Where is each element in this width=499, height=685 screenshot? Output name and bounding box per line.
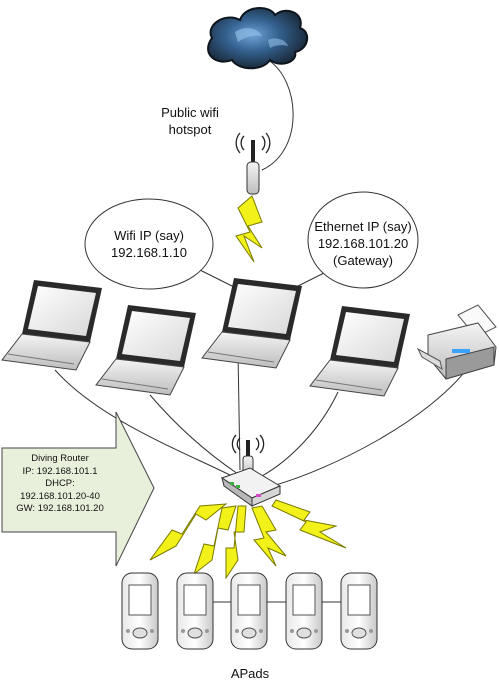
wire-laptop4-to-router xyxy=(261,391,339,477)
pda-icon xyxy=(121,572,159,650)
router-callout-line4: 192.168.101.20-40 xyxy=(20,490,100,502)
apads-label: APads xyxy=(230,666,270,681)
wire-laptop2-to-router xyxy=(149,394,239,475)
router-icon xyxy=(220,434,282,507)
wifi-ip-label: Wifi IP (say) 192.168.1.10 xyxy=(90,227,208,261)
pda-icon xyxy=(340,572,378,650)
ethernet-ip-bubble xyxy=(307,191,419,289)
network-wires xyxy=(54,59,471,603)
router-callout-line1: Diving Router xyxy=(31,453,89,464)
router-callout-box xyxy=(1,411,155,567)
pda-icon xyxy=(176,572,214,650)
router-callout-line3: DHCP: xyxy=(45,478,75,489)
wire-printer-to-router xyxy=(271,364,471,487)
ethernet-ip-line2: 192.168.101.20 xyxy=(317,236,409,251)
ethernet-ip-line3: (Gateway) xyxy=(333,253,393,268)
wifi-ip-line2: 192.168.1.10 xyxy=(111,245,187,260)
lightning-pda-3-icon xyxy=(225,505,247,580)
wire-cloud-to-hotspot xyxy=(261,59,294,171)
wire-laptop3-to-router xyxy=(237,351,241,471)
lightning-hotspot-icon xyxy=(235,195,263,263)
router-callout-line5: GW: 192.168.101.20 xyxy=(16,503,104,514)
wire-laptop1-to-router xyxy=(54,369,237,479)
lightning-pda-5-icon xyxy=(271,499,347,549)
access-point-icon xyxy=(235,132,271,195)
laptop-icon xyxy=(309,306,410,397)
lightning-pda-1-icon xyxy=(149,503,228,561)
hotspot-label: Public wifi hotspot xyxy=(161,105,219,137)
printer-icon xyxy=(416,304,497,380)
lightning-group xyxy=(149,499,347,580)
ethernet-ip-line1: Ethernet IP (say) xyxy=(314,219,412,234)
ethernet-ip-label: Ethernet IP (say) 192.168.101.20 (Gatewa… xyxy=(308,218,418,269)
laptop-icon xyxy=(1,280,102,371)
router-callout-text: Diving Router IP: 192.168.101.1 DHCP: 19… xyxy=(4,453,116,516)
lightning-pda-4-icon xyxy=(251,505,287,567)
laptop-icon xyxy=(95,305,196,396)
wifi-ip-line1: Wifi IP (say) xyxy=(114,228,184,243)
pda-icon xyxy=(285,572,323,650)
laptop-icon xyxy=(201,278,302,369)
wifi-ip-bubble xyxy=(84,198,214,290)
pda-icon xyxy=(230,572,268,650)
cloud-icon xyxy=(207,7,309,70)
router-callout-line2: IP: 192.168.101.1 xyxy=(22,465,98,477)
